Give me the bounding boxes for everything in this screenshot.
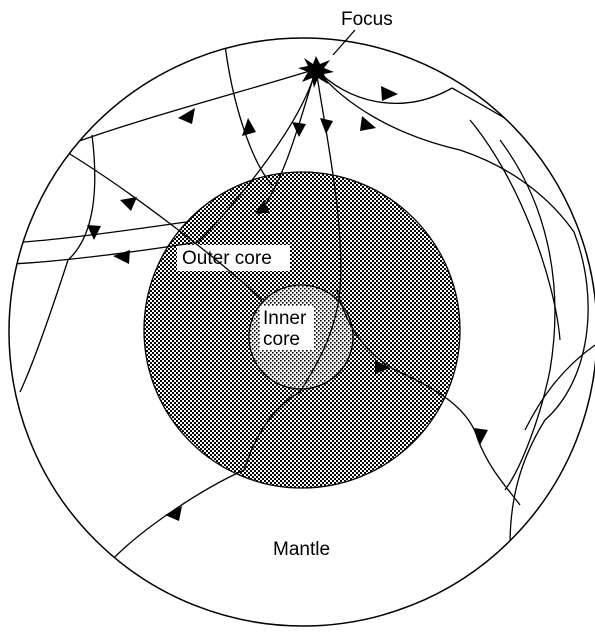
seismic-rays (9, 44, 595, 563)
arrowhead (87, 225, 101, 240)
inner-core-label-bg (260, 306, 314, 350)
arrowhead (474, 428, 488, 445)
outer-core-label-bg (177, 245, 290, 271)
ray-core-exit (336, 289, 521, 506)
focus-star-icon (298, 56, 334, 88)
ray-right-long (315, 68, 575, 233)
ray-right-arc-1 (451, 87, 566, 161)
ray-right-arc-4 (469, 119, 561, 341)
ray-left-2 (9, 221, 187, 244)
ray-arrowheads (87, 86, 488, 521)
ray-top-right (315, 68, 453, 104)
mantle-label: Mantle (273, 539, 330, 560)
ray-right-arc-3 (499, 139, 556, 491)
arrowhead (360, 116, 376, 131)
ray-left-1 (19, 134, 96, 393)
arrowhead (292, 122, 306, 137)
arrowhead (165, 506, 182, 521)
inner-core-label-line1: Inner (263, 308, 307, 329)
arrowhead (320, 118, 333, 134)
outer-core-label: Outer core (182, 248, 272, 269)
inner-core-label-line2: core (263, 329, 300, 350)
ray-right-arc-2 (509, 231, 589, 546)
ray-mid-left (59, 147, 263, 301)
ray-top-left-vertical (224, 44, 273, 186)
focus-leader-line (332, 29, 356, 56)
ray-through-core (109, 68, 342, 563)
ray-top-left-arc (59, 68, 317, 149)
arrowhead (178, 108, 195, 124)
arrowhead (381, 86, 398, 101)
focus-label: Focus (341, 9, 393, 30)
arrowhead (242, 118, 256, 136)
earth-surface (8, 37, 595, 627)
ray-right-arc-5 (524, 344, 595, 431)
arrowhead (255, 200, 270, 213)
arrowhead (375, 360, 390, 374)
arrowhead (113, 250, 130, 264)
arrowhead (120, 197, 137, 211)
